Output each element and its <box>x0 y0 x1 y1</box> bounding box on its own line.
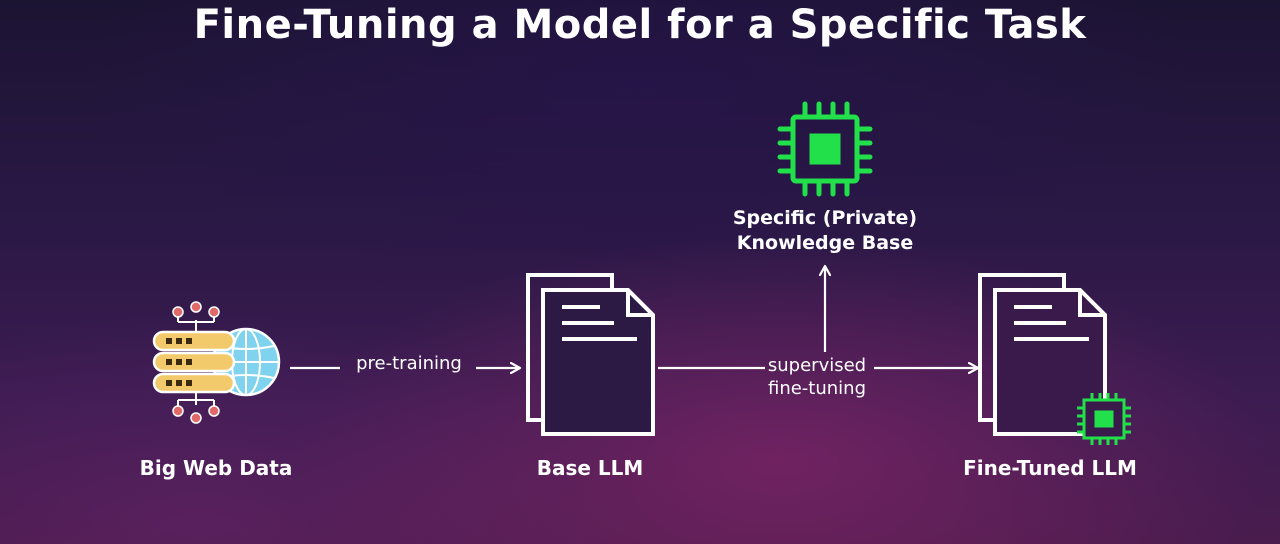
pretrain-label: pre-training <box>341 352 477 375</box>
finetune-label-line2: fine-tuning <box>767 378 867 399</box>
knowledge-label: Specific (Private) Knowledge Base <box>705 206 945 256</box>
page-title: Fine-Tuning a Model for a Specific Task <box>193 2 1087 48</box>
finetuned-label: Fine-Tuned LLM <box>963 456 1137 480</box>
document-stack-chip-icon <box>978 273 1131 445</box>
knowledge-label-line2: Knowledge Base <box>736 232 914 254</box>
chip-icon <box>777 101 873 197</box>
finetune-label: supervised fine-tuning <box>752 354 882 400</box>
document-stack-icon <box>526 273 655 436</box>
database-globe-icon <box>152 301 281 424</box>
base-label: Base LLM <box>536 456 644 480</box>
knowledge-label-line1: Specific (Private) <box>732 207 918 229</box>
finetune-label-line1: supervised <box>767 355 867 376</box>
chip-icon-small <box>1077 393 1131 445</box>
source-label: Big Web Data <box>139 456 293 480</box>
pretrain-label-text: pre-training <box>356 353 462 374</box>
